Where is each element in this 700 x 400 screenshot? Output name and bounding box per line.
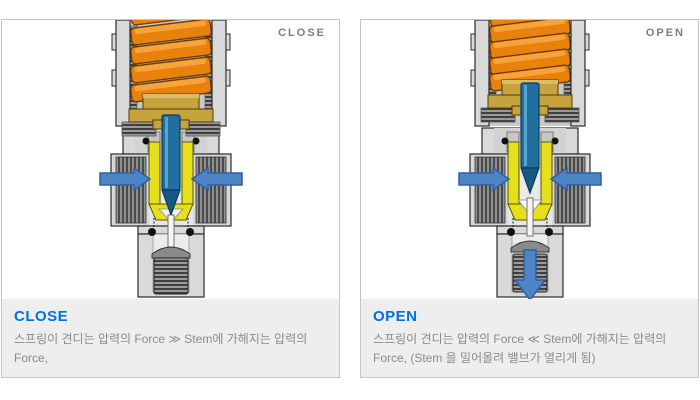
- inlet-threads-right: [195, 156, 227, 224]
- stem: [161, 114, 181, 217]
- o-ring-lower-right: [186, 228, 194, 236]
- bonnet-walls: [470, 20, 590, 127]
- o-ring-lower-left: [148, 228, 156, 236]
- poppet-stem: [167, 214, 175, 248]
- o-ring-upper-right: [192, 137, 200, 145]
- o-ring-upper-right: [551, 137, 559, 145]
- flow-in-arrow-right: [549, 166, 602, 192]
- o-ring-upper-left: [142, 137, 150, 145]
- flow-out-arrow-down: [513, 249, 547, 299]
- threaded-plug: [153, 257, 189, 295]
- bonnet-walls: [111, 20, 231, 127]
- caption-text-open: 스프링이 견디는 압력의 Force ≪ Stem에 가해지는 압력의 Forc…: [373, 332, 667, 365]
- flow-arrows: [458, 166, 602, 299]
- poppet: [510, 240, 550, 253]
- caption-text-close: 스프링이 견디는 압력의 Force ≫ Stem에 가해지는 압력의 Forc…: [14, 332, 308, 365]
- inlet-threads-right: [554, 156, 586, 224]
- valve-diagram-open: [458, 20, 602, 299]
- inlet-threads-left: [474, 156, 506, 224]
- caption-title-close: CLOSE: [14, 308, 69, 325]
- panel-close: CLOSE CLOSE 스프링이 견디는 압력의 Force ≫ Stem에 가…: [1, 19, 340, 378]
- inlet-threads-left: [115, 156, 147, 224]
- valve-bottom-body: [137, 214, 205, 298]
- o-ring-lower-right: [545, 228, 553, 236]
- stem-cone-tip: [161, 189, 181, 217]
- o-ring-upper-left: [501, 137, 509, 145]
- spring: [130, 20, 212, 103]
- caption-open: OPEN 스프링이 견디는 압력의 Force ≪ Stem에 가해지는 압력의…: [361, 299, 698, 377]
- caption-close: CLOSE 스프링이 견디는 압력의 Force ≫ Stem에 가해지는 압력…: [2, 299, 339, 377]
- flow-arrows: [99, 166, 243, 192]
- flow-in-arrow-right: [190, 166, 243, 192]
- poppet: [151, 246, 191, 259]
- state-label-close: CLOSE: [278, 27, 326, 39]
- flow-in-arrow-left: [458, 166, 511, 192]
- poppet-stem: [526, 197, 534, 237]
- valve-diagram-close: [99, 20, 243, 298]
- stem: [520, 82, 540, 195]
- lock-rings: [480, 107, 580, 123]
- o-ring-lower-left: [507, 228, 515, 236]
- panel-open: OPEN OPEN 스프링이 견디는 압력의 Force ≪ Stem에 가해지…: [360, 19, 699, 378]
- state-label-open: OPEN: [645, 27, 685, 39]
- stem-cone-tip: [520, 167, 540, 195]
- caption-title-open: OPEN: [373, 308, 418, 325]
- flow-in-arrow-left: [99, 166, 152, 192]
